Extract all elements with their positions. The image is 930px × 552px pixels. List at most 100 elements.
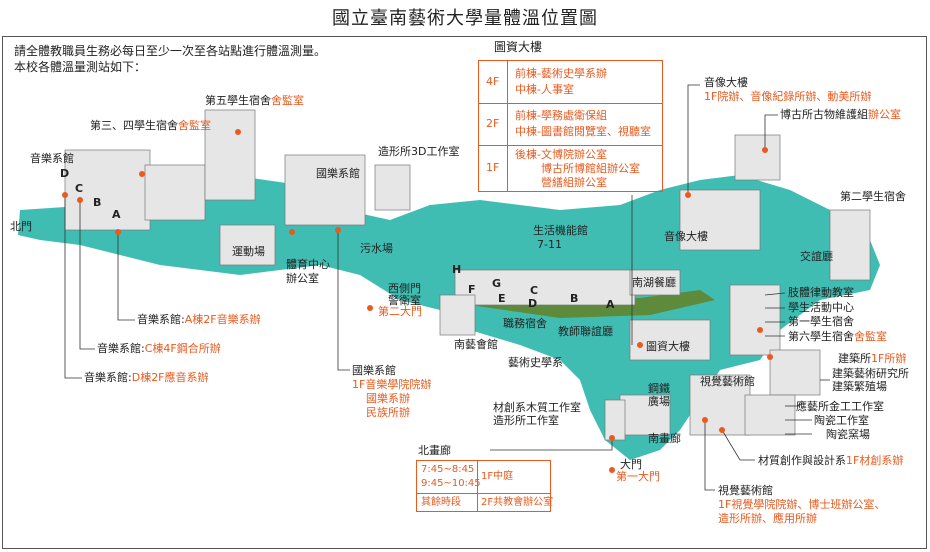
dorm-letter-g: G	[492, 277, 502, 290]
video-building	[679, 189, 761, 251]
label-body-room: 肢體律動教室	[788, 286, 854, 299]
ng-time-1: 7:45~8:45	[421, 464, 475, 475]
label-metal-studio: 應藝所金工工作室	[796, 400, 884, 413]
label-jiaoyi-hall: 交誼廳	[800, 250, 833, 263]
label-wood-studio-1: 材創系木質工作室	[493, 401, 581, 414]
dorm34-building	[144, 164, 206, 221]
dorm2-building	[829, 209, 871, 281]
label-video-building-2: 音像大樓	[664, 230, 708, 243]
label-main-gate-o: 第一大門	[616, 470, 660, 483]
label-sewage: 污水場	[360, 242, 393, 255]
architecture-building	[769, 349, 821, 396]
label-student-center: 學生活動中心	[788, 301, 854, 314]
label-wood-studio-2: 造形所工作室	[493, 414, 559, 427]
north-gallery-heading: 北畫廊	[418, 444, 451, 457]
marker-material	[719, 427, 725, 433]
dorm-letter-b: B	[570, 292, 579, 305]
intro-line-1: 請全體教職員生務必每日至少一次至各站點進行體溫測量。	[14, 44, 327, 58]
library-floor-1f: 1F	[486, 161, 500, 174]
marker-main-gate	[609, 467, 615, 473]
label-south-gallery: 南畫廊	[648, 432, 681, 445]
label-west-gate-o: 第二大門	[378, 305, 422, 318]
label-nanhu-restaurant: 南湖餐廳	[632, 276, 676, 289]
chinese-music-building	[284, 154, 366, 226]
label-dorm1: 第一學生宿舍	[788, 315, 854, 328]
page-title: 國立臺南藝術大學量體溫位置圖	[332, 8, 598, 29]
nanhu-building	[629, 269, 681, 296]
ng-place-2: 2F共教會辦公室	[481, 497, 554, 508]
label-west-gate-2: 警衛室	[388, 294, 421, 307]
label-studio-3d: 造形所3D工作室	[378, 145, 460, 158]
student-center-building	[729, 284, 781, 356]
leader-video	[687, 84, 700, 195]
library-2f-line-1: 前棟-學務處衛保組	[515, 109, 607, 122]
label-visual-arts-o2: 造形所辦、應用所辦	[718, 512, 817, 525]
intro-line-2: 本校各體溫量測站如下：	[14, 60, 147, 74]
label-west-gate-1: 西側門	[388, 282, 421, 295]
library-4f-line-2: 中棟-人事室	[515, 83, 574, 96]
label-dorm34: 第三、四學生宿舍舍監室	[90, 119, 211, 132]
library-building	[629, 319, 711, 361]
dorm-letter-h: H	[452, 263, 462, 276]
library-1f-line-3: 營繕組辦公室	[541, 176, 607, 189]
relics-building	[734, 134, 781, 181]
marker-library	[637, 342, 643, 348]
label-nanyi-hall: 南藝會館	[454, 338, 498, 351]
leader-a	[117, 232, 135, 321]
dorm5-building	[204, 109, 256, 201]
label-relics: 博古所古物維護組辦公室	[780, 108, 901, 121]
marker-chinese	[335, 227, 341, 233]
north-gallery-building	[604, 399, 626, 441]
marker-relics	[762, 147, 768, 153]
library-box: 4F 前棟-藝術史學系辦 中棟-人事室 2F 前棟-學務處衛保組 中棟-圖書館閱…	[478, 60, 663, 192]
label-steel-plaza-1: 鋼鐵	[648, 382, 670, 395]
map-frame	[2, 36, 927, 549]
label-art-history: 藝術史學系	[508, 356, 563, 369]
music-letter-a: A	[112, 208, 121, 221]
leader-c	[79, 200, 95, 350]
label-music-dept: 音樂系館	[30, 152, 74, 165]
label-library: 圖資大樓	[646, 340, 690, 353]
label-architecture: 建築所1F所辦	[838, 352, 907, 365]
label-visual-arts-hall: 視覺藝術館	[700, 375, 755, 388]
library-1f-line-2: 博古所博館組辦公室	[541, 162, 640, 175]
leader-relics	[764, 114, 778, 150]
music-letter-d: D	[60, 167, 70, 180]
label-chinese-music: 國樂系館	[316, 167, 360, 180]
ng-time-2: 9:45~10:45	[421, 478, 481, 489]
dorm-letter-a: A	[606, 298, 615, 311]
label-visual-arts-bottom: 視覺藝術館	[718, 484, 773, 497]
label-pe-center-2: 辦公室	[286, 272, 319, 285]
label-arch-research-2: 建築繁殖場	[832, 380, 887, 393]
label-pe-center-1: 體育中心	[286, 258, 330, 271]
label-visual-arts-o1: 1F視覺學院院辦、博士班辦公室、	[718, 498, 886, 511]
label-dorm2: 第二學生宿舍	[840, 190, 906, 203]
label-video-building-o: 1F院辦、音像紀錄所辦、動美所辦	[704, 90, 872, 103]
dorm-letter-f: F	[468, 283, 476, 296]
label-material-design: 材質創作與設計系1F材創系辦	[758, 454, 904, 467]
marker-dorm5	[235, 129, 241, 135]
music-letter-c: C	[75, 182, 84, 195]
nanyi-building	[439, 294, 476, 336]
library-2f-line-2: 中棟-圖書館閱覽室、視聽室	[515, 125, 651, 138]
library-1f-line-1: 後棟-文博院辦公室	[515, 148, 607, 161]
dorm-letter-c: C	[530, 284, 539, 297]
leader-north-gallery	[490, 438, 613, 451]
label-arch-research-1: 建築藝術研究所	[832, 367, 909, 380]
library-box-heading: 圖資大樓	[494, 40, 543, 54]
marker-video	[685, 192, 691, 198]
label-dorm5: 第五學生宿舍舍監室	[205, 94, 304, 107]
dorm-letter-d: D	[528, 297, 538, 310]
marker-dorm6	[757, 327, 763, 333]
label-video-building: 音像大樓	[704, 76, 748, 89]
leader-visual	[704, 420, 715, 491]
label-ceramic-studio: 陶瓷工作室	[814, 414, 869, 427]
library-floor-4f: 4F	[486, 75, 500, 88]
callout-a: 音樂系館:A棟2F音樂系辦	[137, 313, 261, 326]
leader-material	[721, 429, 755, 461]
label-faculty-restaurant: 教師聯誼廳	[558, 325, 613, 338]
north-gallery-box: 7:45~8:45 9:45~10:45 1F中庭 其餘時段 2F共教會辦公室	[416, 460, 554, 512]
marker-dorm34	[139, 171, 145, 177]
marker-west-gate	[367, 305, 373, 311]
